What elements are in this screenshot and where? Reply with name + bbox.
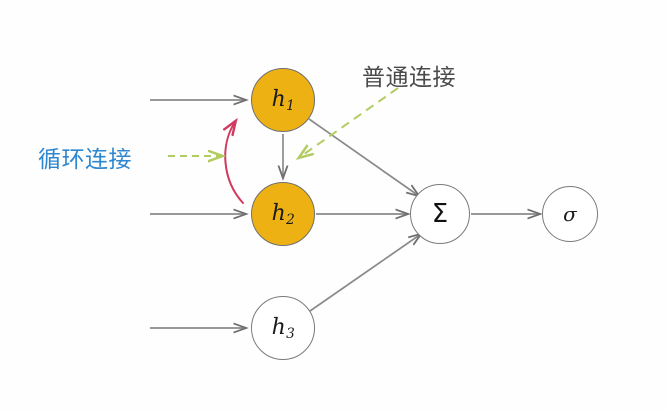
edge-recurrent-h2-h1 [225, 122, 244, 204]
node-summation-label: Σ [431, 199, 449, 229]
node-h3[interactable]: h3 [251, 296, 315, 360]
node-activation[interactable]: σ [542, 186, 598, 242]
node-activation-label: σ [563, 202, 577, 226]
label-recurrent-connection: 循环连接 [38, 147, 132, 173]
node-h2-label: h2 [271, 201, 295, 229]
node-h3-label: h3 [271, 315, 295, 343]
pointer-plain-connection [300, 87, 399, 157]
node-summation[interactable]: Σ [410, 184, 470, 244]
node-h1[interactable]: h1 [251, 68, 315, 132]
edge-h3-sum [309, 234, 421, 312]
label-plain-connection: 普通连接 [362, 65, 456, 91]
node-h1-label: h1 [271, 87, 295, 115]
edge-h1-sum [308, 118, 419, 196]
node-h2[interactable]: h2 [251, 182, 315, 246]
